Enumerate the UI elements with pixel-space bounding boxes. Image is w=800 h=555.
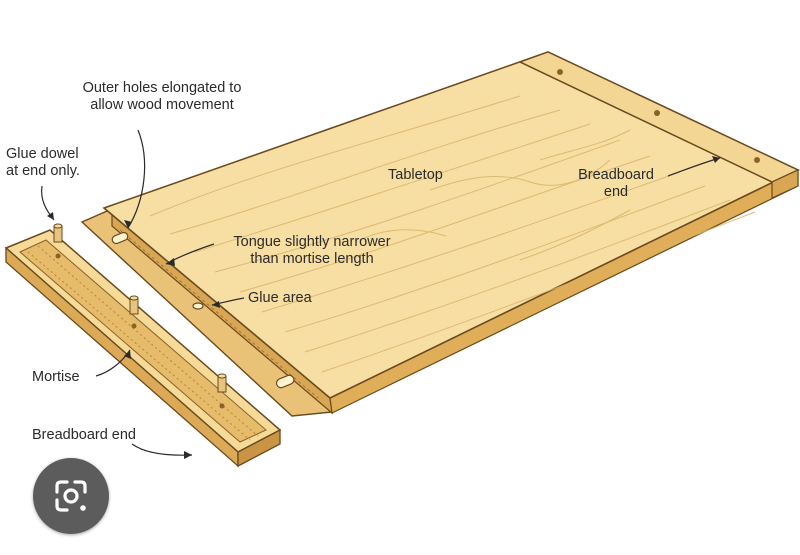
breadboard-end-attached [518,51,800,199]
dowel-hole [55,253,61,259]
google-lens-icon [55,480,87,512]
label-glue-dowel: Glue dowel at end only. [6,146,80,179]
dowel [129,295,139,315]
leader-breadboard-bottom [131,443,193,456]
tabletop-grain [149,95,756,373]
dowel [53,223,63,243]
peg-hole [654,110,660,116]
peg-hole [557,69,563,75]
breadboard-end-attached-edge [771,169,799,199]
label-mortise: Mortise [32,369,80,385]
label-breadboard-end-top: Breadboard end [578,167,654,200]
label-breadboard-end-bottom: Breadboard end [32,427,136,443]
elongated-hole [111,231,129,245]
peg-hole [754,157,760,163]
dowel-hole [131,323,137,329]
dowel-hole [219,403,225,409]
google-lens-button[interactable] [33,458,109,534]
breadboard-end-endface [237,428,281,468]
dowel [217,373,227,393]
glue-area-line [119,229,319,399]
mortise-groove [19,239,267,443]
leader-arrowheads [47,156,720,459]
round-hole [192,302,204,310]
breadboard-end-separate [4,223,282,468]
label-outer-holes: Outer holes elongated to allow wood move… [82,80,242,113]
label-tongue: Tongue slightly narrower than mortise le… [233,234,391,267]
label-tabletop: Tabletop [388,167,443,183]
tabletop [80,51,800,417]
leader-outer-holes [127,129,146,229]
elongated-hole [275,374,295,389]
label-glue-area: Glue area [248,290,312,306]
